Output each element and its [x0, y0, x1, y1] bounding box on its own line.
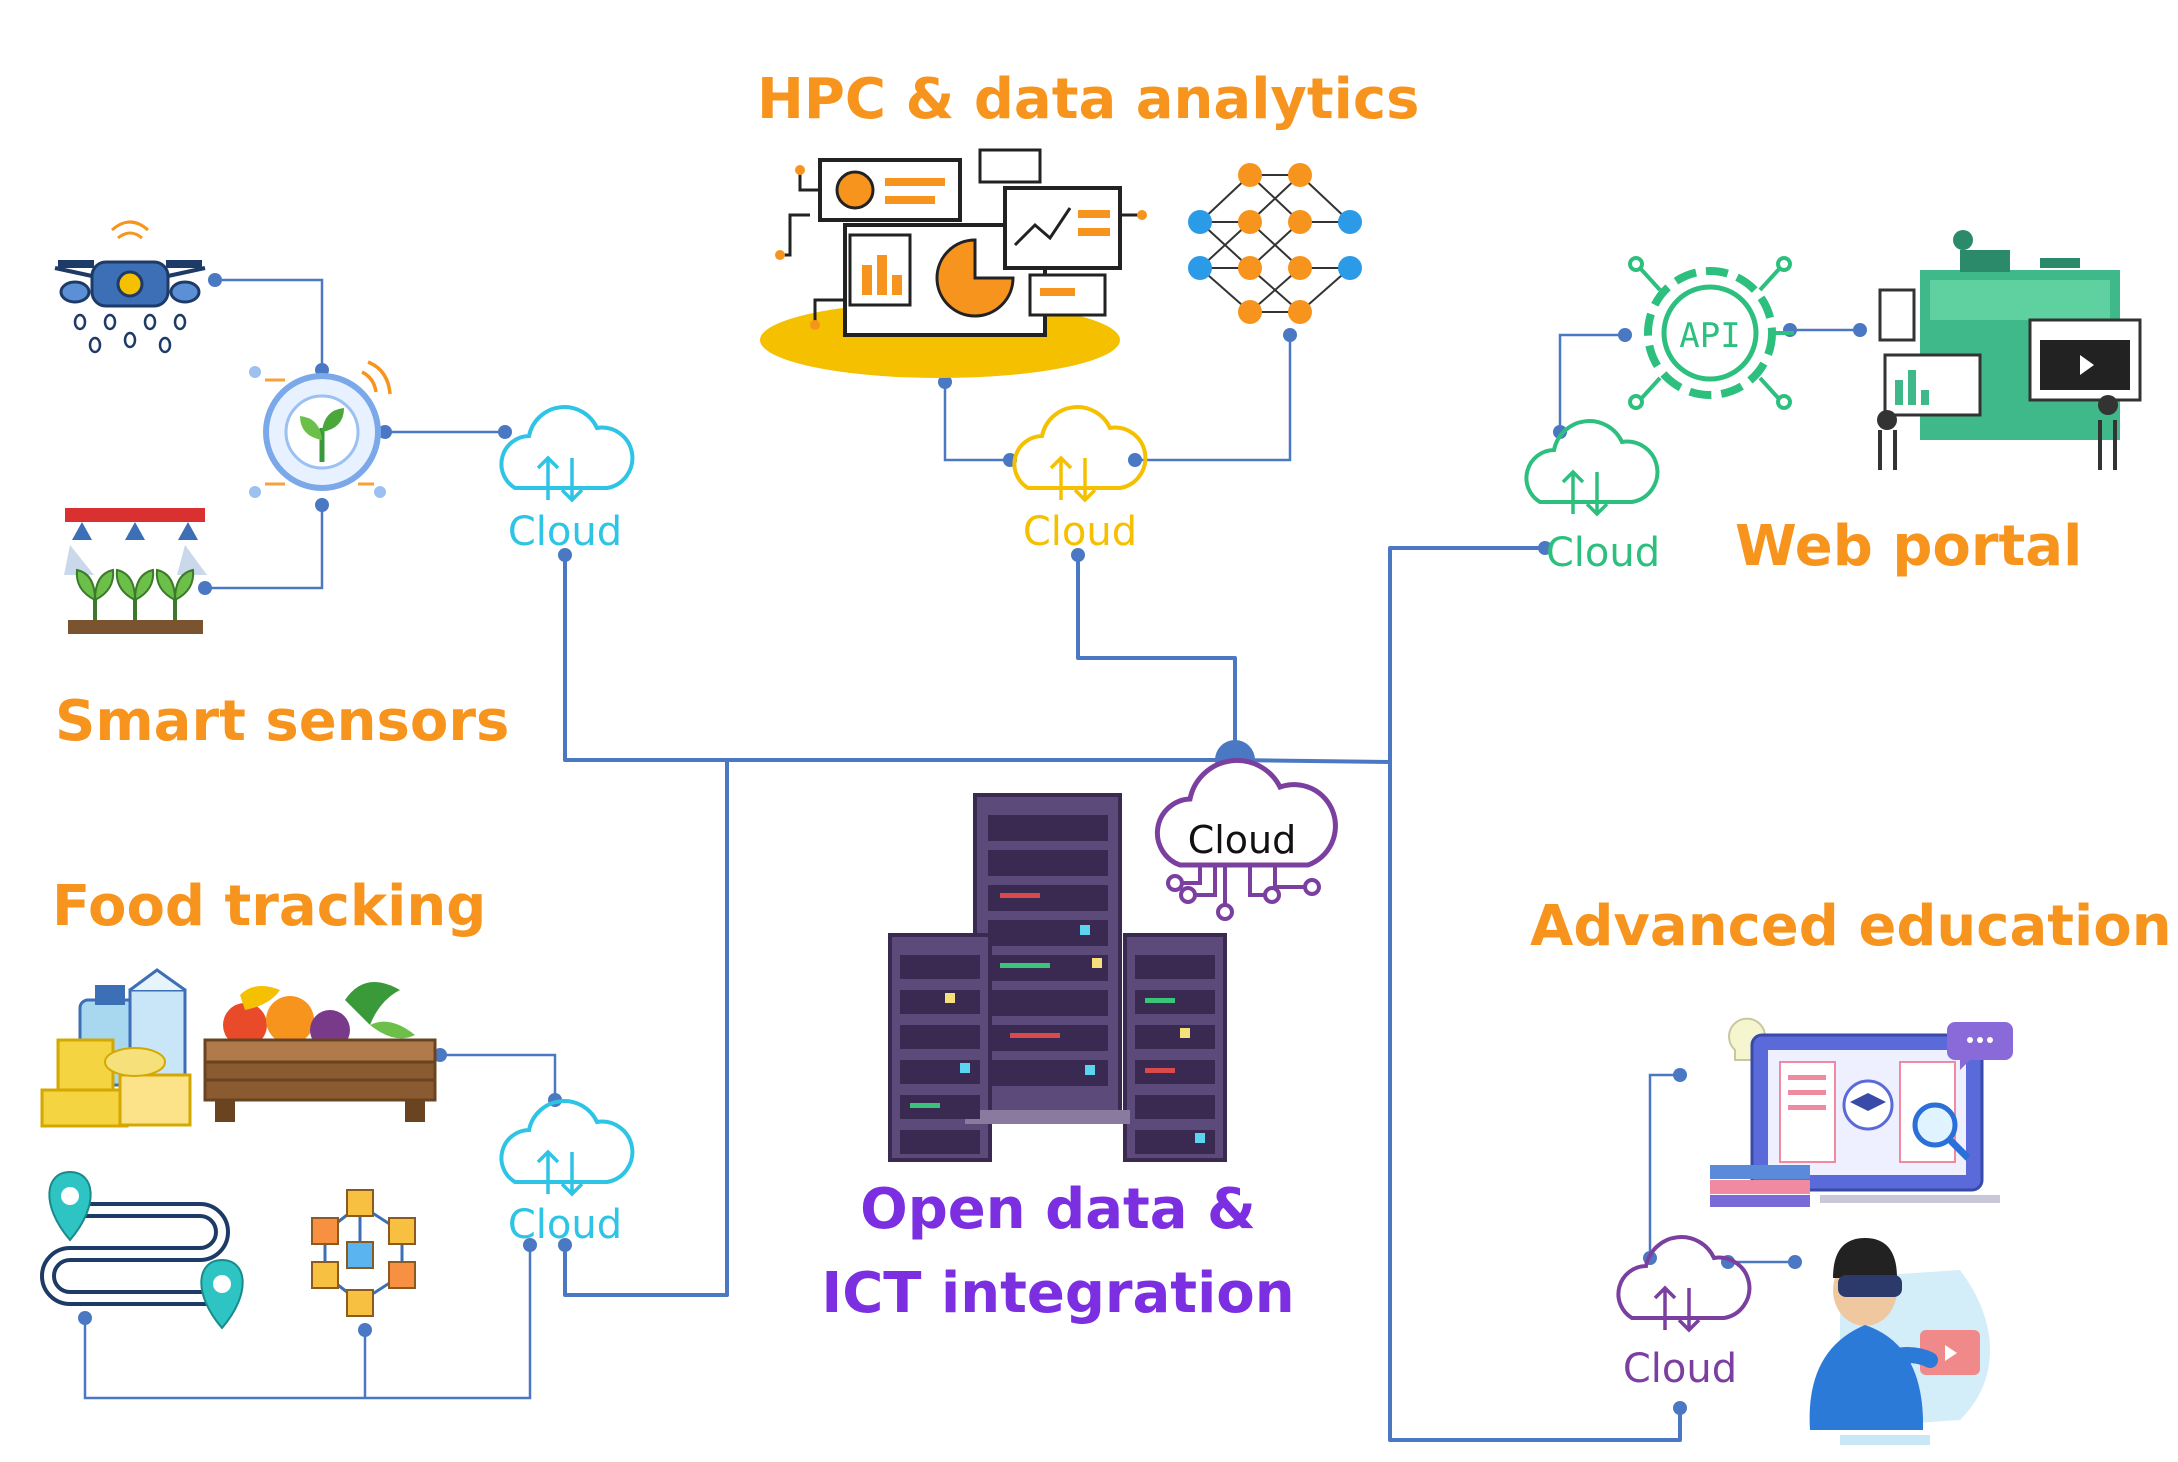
cloud-food: Cloud: [499, 1099, 635, 1248]
api-gear-icon: API: [1628, 256, 1794, 410]
title-hpc: HPC & data analytics: [757, 67, 1419, 132]
title-food-tracking: Food tracking: [52, 874, 486, 939]
hpc-drop: [1076, 555, 1237, 760]
blockchain-icon: [311, 1189, 416, 1317]
vr-user-icon: [1809, 1238, 1990, 1445]
crate-link: [440, 1053, 557, 1100]
title-web-portal: Web portal: [1735, 514, 2082, 579]
food-bottom-link: [83, 1245, 532, 1400]
irrigation-plants-icon: [64, 508, 207, 634]
cloud-icon: [1154, 757, 1338, 868]
web-portal-icon: [1877, 230, 2142, 470]
cloud-web-label: Cloud: [1546, 530, 1660, 576]
api-link: [1558, 333, 1625, 432]
cloud-icon: [1012, 405, 1148, 490]
dashboard-link: [943, 382, 1010, 462]
cloud-central: Cloud: [1154, 757, 1338, 921]
cloud-hpc: Cloud: [1012, 405, 1148, 555]
cloud-web: Cloud: [1524, 419, 1660, 576]
cloud-hpc-label: Cloud: [1023, 509, 1137, 555]
drone-link: [215, 278, 324, 370]
api-label: API: [1679, 316, 1740, 356]
title-smart-sensors: Smart sensors: [55, 689, 509, 754]
cloud-sensors-label: Cloud: [508, 509, 622, 555]
education-branch: [1388, 762, 1682, 1442]
cloud-icon: [499, 1099, 635, 1184]
drone-icon: [54, 220, 206, 354]
title-open-data-2: ICT integration: [821, 1261, 1294, 1326]
cloud-central-label: Cloud: [1188, 818, 1297, 862]
route-map-icon: [40, 1170, 244, 1330]
cloud-icon: [1616, 1235, 1752, 1320]
cloud-sensors: Cloud: [499, 405, 635, 555]
vegetable-crate-icon: [203, 982, 437, 1122]
neural-network-icon: [1188, 163, 1362, 324]
food-products-icon: [40, 968, 192, 1128]
plant-sensor-icon: [249, 360, 392, 498]
cloud-education-label: Cloud: [1623, 1346, 1737, 1392]
cloud-food-label: Cloud: [508, 1202, 622, 1248]
title-open-data-1: Open data &: [860, 1177, 1256, 1242]
cloud-icon: [499, 405, 635, 490]
main-bus-left: [563, 555, 1391, 764]
server-rack-icon: [888, 793, 1227, 1162]
network-link: [1135, 335, 1292, 462]
cloud-icon: [1524, 419, 1660, 504]
laptop-education-icon: [1710, 1017, 2013, 1207]
web-branch: [1388, 546, 1545, 762]
cloud-education: Cloud: [1616, 1235, 1752, 1392]
title-advanced-education: Advanced education: [1530, 894, 2172, 959]
plants-link: [205, 505, 324, 590]
food-branch: [563, 760, 729, 1297]
laptop-link: [1648, 1073, 1680, 1258]
dashboard-icon: [760, 148, 1147, 378]
